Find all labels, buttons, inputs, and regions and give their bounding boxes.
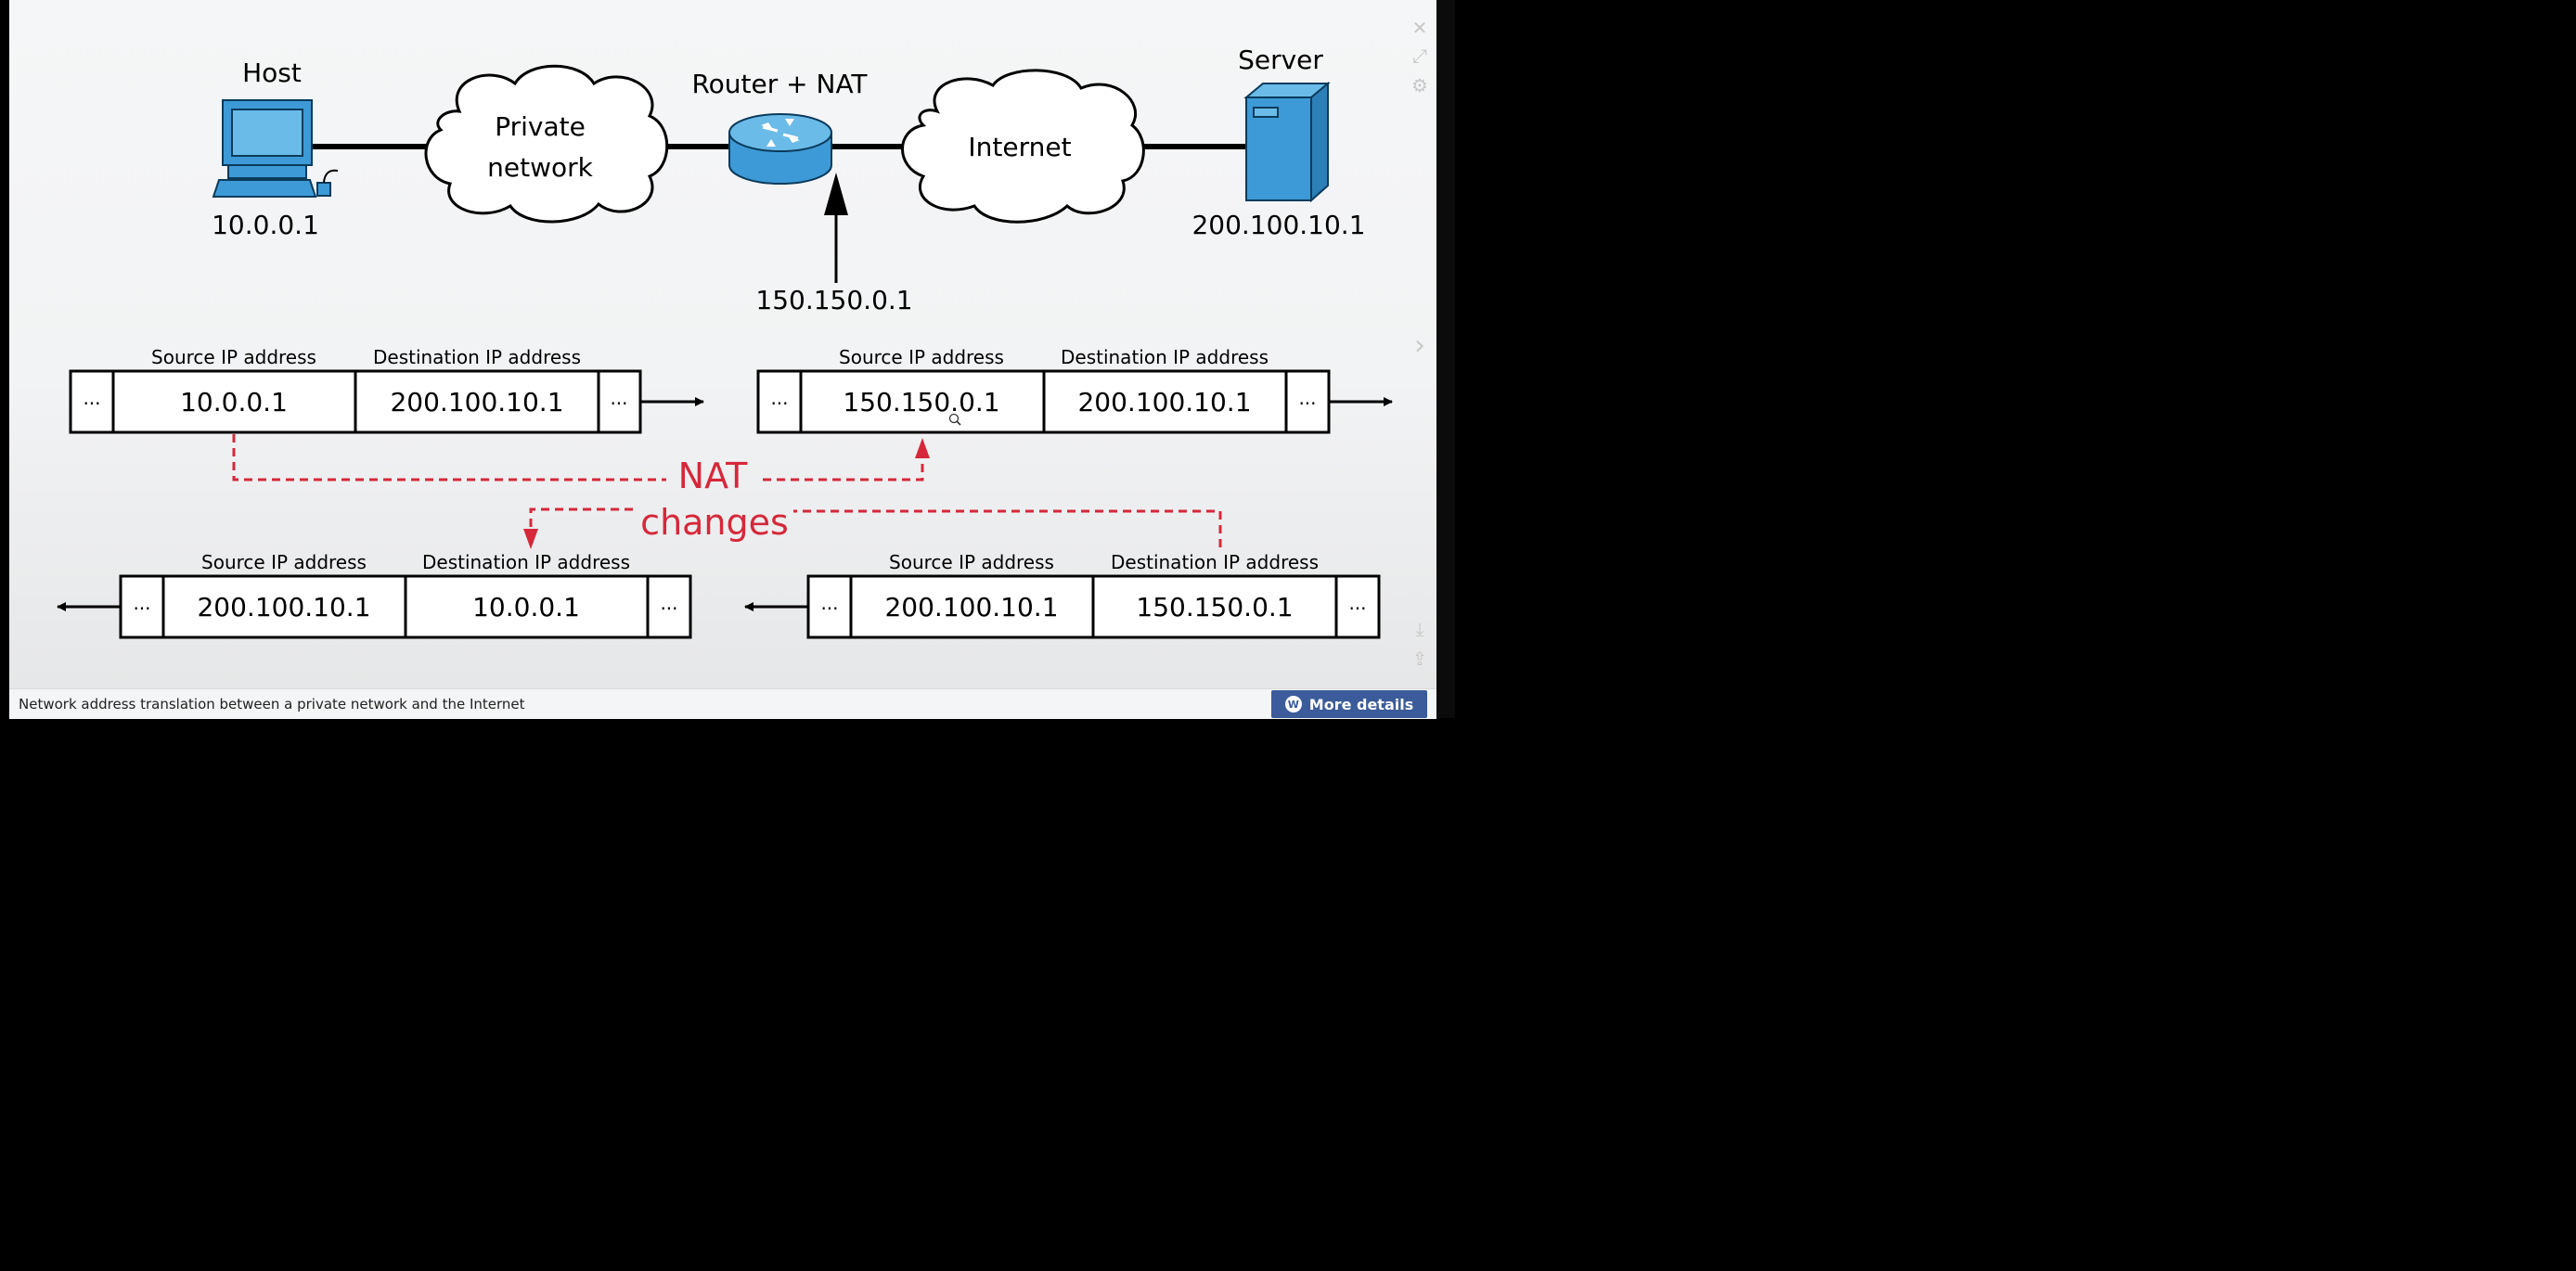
packet-src-header: Source IP address	[839, 346, 1004, 368]
router-public-ip-arrow	[824, 173, 848, 283]
media-viewer: Host 10.0.0.1 Private network Router + N…	[0, 0, 1455, 719]
packet-dst-header: Destination IP address	[1061, 346, 1269, 368]
next-arrow-icon[interactable]: ›	[1414, 328, 1425, 362]
packet-dst-ip: 200.100.10.1	[390, 387, 563, 417]
packet-ellipsis-left: ···	[770, 392, 788, 415]
packet-dst-ip: 150.150.0.1	[1136, 592, 1293, 623]
packet-ellipsis-right: ···	[660, 597, 677, 620]
packet-router-to-host: Source IP address Destination IP address…	[57, 551, 692, 639]
nat-change-arrows	[232, 434, 1222, 547]
packet-ellipsis-left: ···	[133, 597, 150, 620]
private-network-line1: Private	[495, 111, 586, 142]
router-title: Router + NAT	[691, 69, 868, 99]
packet-dst-header: Destination IP address	[373, 346, 581, 368]
download-icon[interactable]: ⤓	[1415, 618, 1424, 640]
packet-src-header: Source IP address	[151, 346, 316, 368]
diagram-canvas: Host 10.0.0.1 Private network Router + N…	[9, 0, 1436, 688]
close-icon[interactable]: ✕	[1411, 17, 1428, 39]
packet-router-to-server: Source IP address Destination IP address…	[756, 346, 1393, 434]
nat-diagram: Host 10.0.0.1 Private network Router + N…	[57, 45, 1393, 639]
packet-src-ip: 200.100.10.1	[197, 592, 370, 623]
packet-src-ip: 150.150.0.1	[843, 387, 999, 417]
packet-ellipsis-right: ···	[1348, 597, 1366, 620]
packet-dst-header: Destination IP address	[1111, 551, 1319, 573]
packet-ellipsis-right: ···	[610, 392, 627, 415]
server-ip: 200.100.10.1	[1191, 210, 1365, 240]
packet-ellipsis-right: ···	[1298, 392, 1316, 415]
packet-dst-header: Destination IP address	[422, 551, 630, 573]
viewer-right-edge	[1436, 0, 1455, 718]
packet-server-to-router: Source IP address Destination IP address…	[744, 551, 1381, 639]
settings-icon[interactable]: ⚙	[1411, 74, 1428, 96]
host-ip: 10.0.0.1	[212, 210, 319, 240]
private-network-cloud-icon	[424, 64, 669, 224]
nat-label: NAT	[678, 456, 748, 496]
fullscreen-icon[interactable]: ⤢	[1412, 45, 1427, 67]
share-icon[interactable]: ⇪	[1411, 648, 1428, 670]
router-icon	[728, 113, 832, 185]
packet-dst-ip: 10.0.0.1	[472, 592, 580, 623]
more-details-label: More details	[1308, 695, 1414, 713]
packet-src-ip: 10.0.0.1	[180, 387, 288, 417]
nat-change-arrowheads	[523, 438, 930, 549]
caption-bar: Network address translation between a pr…	[9, 688, 1436, 719]
host-computer-icon	[212, 99, 339, 198]
packet-src-ip: 200.100.10.1	[884, 592, 1058, 623]
server-title: Server	[1238, 45, 1323, 75]
host-title: Host	[242, 58, 302, 88]
private-network-line2: network	[487, 152, 593, 183]
internet-cloud-icon	[901, 69, 1145, 224]
packet-src-header: Source IP address	[201, 551, 367, 573]
wiki-globe-icon: W	[1284, 696, 1302, 713]
packet-ellipsis-left: ···	[820, 597, 838, 620]
server-icon	[1243, 81, 1331, 203]
packet-host-to-router: Source IP address Destination IP address…	[69, 346, 704, 434]
packet-src-header: Source IP address	[889, 551, 1054, 573]
image-caption: Network address translation between a pr…	[19, 696, 525, 713]
router-public-ip: 150.150.0.1	[755, 285, 912, 315]
internet-label: Internet	[968, 132, 1071, 162]
changes-label: changes	[640, 502, 789, 543]
packet-ellipsis-left: ···	[83, 392, 100, 415]
more-details-button[interactable]: W More details	[1271, 690, 1427, 718]
packet-dst-ip: 200.100.10.1	[1077, 387, 1251, 417]
zoom-cursor-icon	[948, 413, 961, 426]
